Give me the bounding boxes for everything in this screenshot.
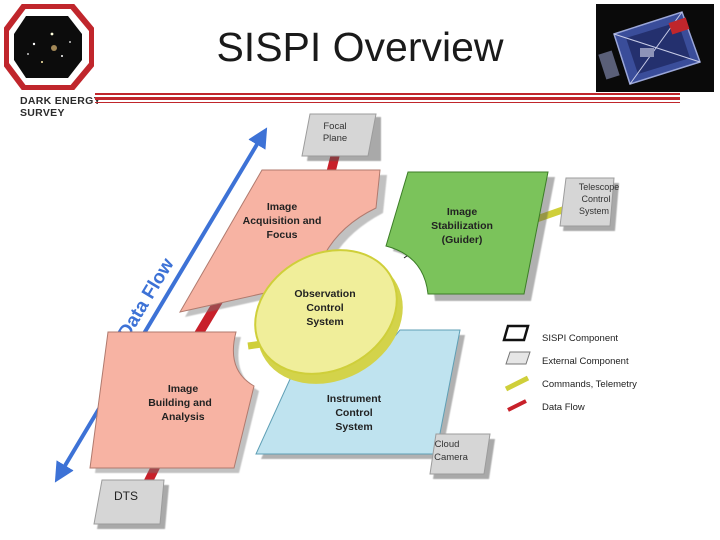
image-stabilization-label-3: (Guider) [442,234,483,246]
image-acquisition-label-2: Acquisition and [243,215,322,227]
page-title: SISPI Overview [216,24,504,70]
des-logo-icon [4,4,94,90]
dts-box: DTS [93,479,166,526]
focal-plane-box: Focal Plane [301,113,378,158]
logo-text-line-2: SURVEY [20,107,65,119]
dts-label: DTS [114,489,138,503]
instrument-control-label-1: Instrument [327,393,382,405]
legend-external-component-label: External Component [542,356,629,367]
image-acquisition-box: Image Acquisition and Focus [178,169,384,314]
observation-control-label-3: System [306,316,343,328]
image-building-box: Image Building and Analysis [89,331,256,470]
legend-commands-telemetry: Commands, Telemetry [504,375,637,392]
instrument-control-label-2: Control [335,407,372,419]
cloud-camera-box: Cloud Camera [429,433,492,476]
header-rule-3 [95,102,680,103]
telescope-image-icon [596,4,714,92]
legend: SISPI Component External Component Comma… [502,324,637,413]
image-building-label-3: Analysis [161,411,204,423]
focal-plane-label-1: Focal [323,121,346,132]
image-acquisition-label-1: Image [267,201,298,213]
logo-text-line-1: DARK ENERGY [20,95,101,107]
legend-external-component: External Component [505,351,629,367]
telescope-control-label-3: System [579,206,609,216]
telescope-control-label-1: Telescope [579,182,620,192]
cloud-camera-label-2: Camera [434,452,469,463]
legend-sispi-component-label: SISPI Component [542,333,618,344]
image-building-label-1: Image [168,383,199,395]
legend-commands-telemetry-label: Commands, Telemetry [542,379,637,390]
header-rule-1 [95,93,680,95]
image-stabilization-label-1: Image [447,206,478,218]
legend-data-flow: Data Flow [507,399,585,413]
image-building-label-2: Building and [148,397,212,409]
focal-plane-label-2: Plane [323,133,347,144]
observation-control-ellipse: Observation Control System [254,249,403,384]
legend-sispi-component: SISPI Component [502,324,618,344]
observation-control-label-1: Observation [294,288,355,300]
telescope-control-box: Telescope Control System [559,177,620,228]
image-stabilization-box: Image Stabilization (Guider) [385,171,552,298]
observation-control-label-2: Control [306,302,343,314]
cloud-camera-label-1: Cloud [435,439,460,450]
image-acquisition-label-3: Focus [267,229,298,241]
legend-data-flow-label: Data Flow [542,402,585,413]
instrument-control-label-3: System [335,421,372,433]
telescope-control-label-2: Control [581,194,610,204]
image-stabilization-label-2: Stabilization [431,220,493,232]
header-rule-2 [95,97,680,100]
data-flow-arrow [54,127,268,483]
